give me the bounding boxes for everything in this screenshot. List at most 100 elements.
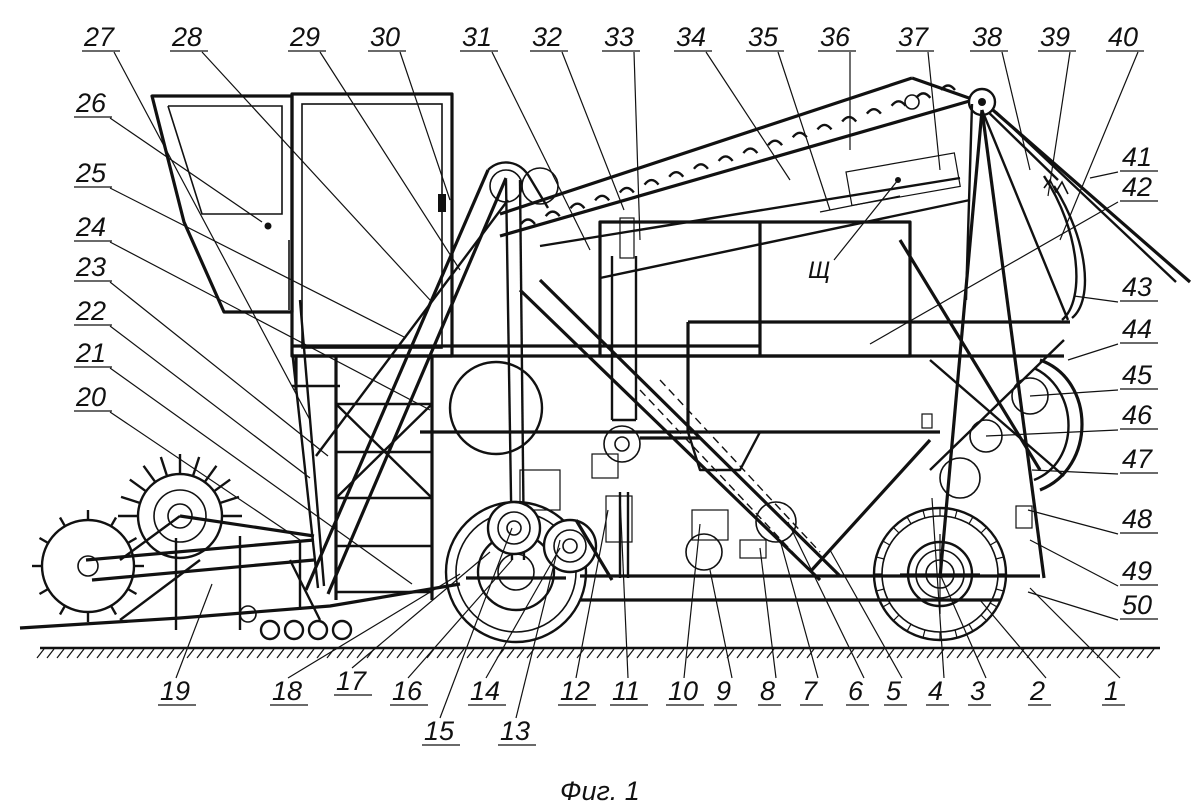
callout-41-leader xyxy=(1089,171,1119,179)
callout-7-leader xyxy=(779,539,819,679)
callout-27-leader xyxy=(113,51,311,421)
cabin xyxy=(150,92,454,358)
callout-9: 9 xyxy=(716,676,731,706)
callout-15: 15 xyxy=(424,716,455,746)
callout-1: 1 xyxy=(1104,676,1119,706)
callout-1-leader xyxy=(1029,587,1121,679)
callout-23: 23 xyxy=(75,252,106,282)
front-elevator xyxy=(304,161,559,595)
callout-7: 7 xyxy=(802,676,818,706)
callout-31: 31 xyxy=(462,22,492,52)
rear-tower xyxy=(921,103,1087,579)
callout-9-leader xyxy=(709,569,733,679)
callout-11: 11 xyxy=(612,676,640,706)
callout-20: 20 xyxy=(75,382,106,412)
callout-25: 25 xyxy=(75,158,107,188)
callout-37: 37 xyxy=(898,22,929,52)
callout-16: 16 xyxy=(392,676,423,706)
callout-39-leader xyxy=(1047,51,1071,197)
callout-18-leader xyxy=(287,573,461,679)
callout-34: 34 xyxy=(676,22,706,52)
callout-50: 50 xyxy=(1122,590,1152,620)
callout-15-leader xyxy=(439,527,513,719)
callout-47: 47 xyxy=(1122,444,1153,474)
section-marker: Щ xyxy=(808,257,830,284)
callout-11-leader xyxy=(619,495,629,679)
callout-36: 36 xyxy=(820,22,851,52)
ground-line xyxy=(36,646,1160,659)
upper-conveyor xyxy=(499,76,1192,422)
callout-3: 3 xyxy=(970,676,985,706)
callout-4: 4 xyxy=(928,676,943,706)
callout-38-leader xyxy=(1001,51,1031,171)
callout-2: 2 xyxy=(1029,676,1045,706)
callout-32: 32 xyxy=(532,22,562,52)
callout-13: 13 xyxy=(500,716,530,746)
front-wheel xyxy=(444,500,614,644)
callout-3-leader xyxy=(939,573,987,679)
callout-32-leader xyxy=(561,51,625,211)
callout-19: 19 xyxy=(160,676,190,706)
callout-33: 33 xyxy=(604,22,634,52)
callout-24: 24 xyxy=(75,212,106,242)
callout-6-leader xyxy=(787,521,865,679)
callout-25-leader xyxy=(109,187,407,339)
callout-35: 35 xyxy=(748,22,779,52)
callout-4-leader xyxy=(931,497,945,679)
callout-30-leader xyxy=(399,51,451,201)
callout-22: 22 xyxy=(75,296,106,326)
callout-30: 30 xyxy=(370,22,400,52)
callout-26: 26 xyxy=(75,88,107,118)
callout-40: 40 xyxy=(1108,22,1138,52)
callout-43-leader xyxy=(1073,295,1119,303)
callout-49: 49 xyxy=(1122,556,1152,586)
callout-45-leader xyxy=(1029,389,1119,397)
callout-14-leader xyxy=(485,547,561,679)
callout-44-leader xyxy=(1067,343,1119,361)
callout-48: 48 xyxy=(1122,504,1152,534)
main-frame xyxy=(292,220,1070,602)
callout-10-leader xyxy=(683,523,701,679)
callout-31-leader xyxy=(491,51,591,251)
callout-38: 38 xyxy=(972,22,1002,52)
callout-41: 41 xyxy=(1122,142,1152,172)
front-header xyxy=(19,299,461,641)
callout-42: 42 xyxy=(1122,172,1152,202)
callout-39: 39 xyxy=(1040,22,1070,52)
callout-19-leader xyxy=(175,583,213,679)
callout-26-leader xyxy=(109,117,263,223)
callout-49-leader xyxy=(1029,539,1119,587)
callout-17-leader xyxy=(351,551,491,669)
callout-29-leader xyxy=(319,51,461,271)
callout-42-leader xyxy=(869,201,1119,345)
callout-6: 6 xyxy=(848,676,864,706)
callout-14: 14 xyxy=(470,676,500,706)
callout-37-leader xyxy=(927,51,941,171)
callout-5: 5 xyxy=(886,676,902,706)
callout-33-leader xyxy=(633,51,641,241)
callout-18: 18 xyxy=(272,676,302,706)
callout-50-leader xyxy=(1027,591,1119,621)
callout-29: 29 xyxy=(289,22,320,52)
callout-46-leader xyxy=(985,429,1119,437)
callout-leader-lines xyxy=(74,50,1158,746)
callout-12-leader xyxy=(575,509,609,679)
callout-16-leader xyxy=(407,559,513,679)
callout-34-leader xyxy=(705,51,791,181)
callout-28: 28 xyxy=(171,22,202,52)
callout-10: 10 xyxy=(668,676,698,706)
section-marker-leader xyxy=(833,179,899,261)
rear-wheel xyxy=(872,506,1008,642)
callout-48-leader xyxy=(1027,509,1119,535)
callout-22-leader xyxy=(109,325,311,479)
callout-35-leader xyxy=(777,51,831,211)
callout-5-leader xyxy=(829,549,903,679)
callout-2-leader xyxy=(979,599,1047,679)
callout-46: 46 xyxy=(1122,400,1153,430)
callout-43: 43 xyxy=(1122,272,1152,302)
callout-40-leader xyxy=(1059,51,1139,241)
